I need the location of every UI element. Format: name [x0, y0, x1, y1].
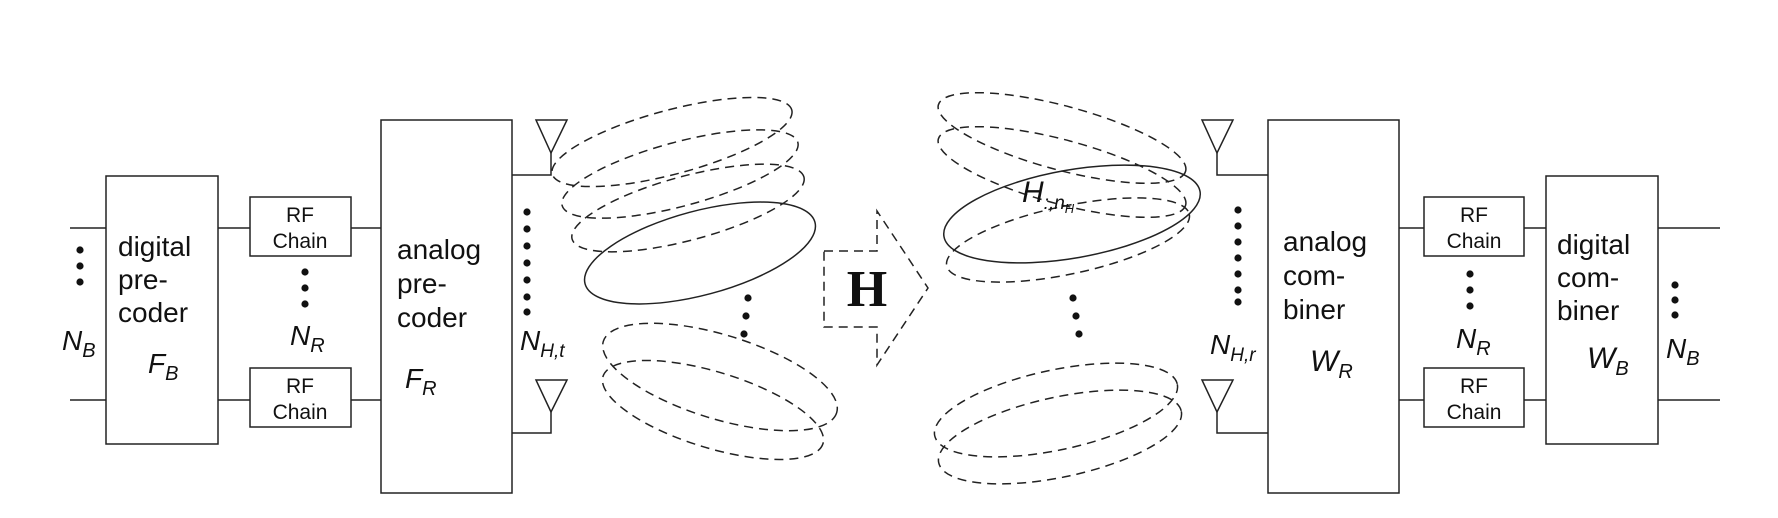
digital-combiner-line1: digital — [1557, 229, 1630, 260]
analog-precoder-line2: pre- — [397, 268, 447, 299]
tx-rf-chain-top-line1: RF — [286, 204, 314, 227]
rx-rf-chain-bottom-block — [1423, 367, 1525, 428]
rx-rf-chain-top-line1: RF — [1460, 204, 1488, 227]
analog-combiner-line1: analog — [1283, 226, 1367, 257]
rx-rf-chain-top-line2: Chain — [1447, 230, 1502, 253]
tx-antenna-feed-top — [512, 153, 552, 176]
rx-rf-count-label: NR — [1456, 323, 1491, 360]
rx-rf-chain-top-block — [1423, 196, 1525, 257]
digital-precoder-block — [105, 175, 219, 445]
tx-rf-count-label: NR — [290, 320, 325, 357]
digital-combiner-block — [1545, 175, 1659, 445]
channel-matrix-label: H — [847, 261, 887, 318]
digital-combiner-line3: biner — [1557, 295, 1619, 326]
analog-combiner-block — [1267, 119, 1400, 494]
rx-antenna-bottom — [1200, 379, 1235, 414]
rx-beam-ghost — [945, 197, 1191, 283]
tx-rf-chain-bottom-line1: RF — [286, 375, 314, 398]
tx-rf-chain-top-line2: Chain — [273, 230, 328, 253]
digital-precoder-line1: digital — [118, 231, 191, 262]
tx-antenna-feed-bottom — [512, 412, 552, 434]
tx-beam-stack-top — [551, 96, 805, 253]
tx-rf-chain-top-block — [249, 196, 352, 257]
rx-beam-stack-bottom — [933, 362, 1183, 485]
tx-beam-stack-bottom — [601, 322, 839, 461]
analog-precoder-line1: analog — [397, 234, 481, 265]
digital-combiner-line2: com- — [1557, 262, 1619, 293]
analog-precoder-block — [380, 119, 513, 494]
rx-rf-chain-bottom-line1: RF — [1460, 375, 1488, 398]
digital-precoder-line2: pre- — [118, 264, 168, 295]
analog-precoder-symbol: FR — [405, 363, 437, 400]
channel-arrow — [823, 208, 929, 368]
rx-beam-main — [942, 164, 1202, 264]
output-streams-label: NB — [1666, 333, 1700, 370]
rx-antenna-top — [1200, 119, 1235, 155]
rx-antenna-feed-top — [1216, 153, 1268, 176]
analog-combiner-symbol: WR — [1310, 345, 1353, 383]
tx-beam-main — [583, 201, 817, 305]
tx-antenna-bottom — [534, 379, 569, 414]
rx-antenna-count-label: NH,r — [1210, 329, 1256, 366]
digital-precoder-symbol: FB — [148, 348, 178, 385]
tx-antenna-count-label: NH,t — [520, 325, 565, 362]
rx-rf-chain-bottom-line2: Chain — [1447, 401, 1502, 424]
analog-combiner-line3: biner — [1283, 294, 1345, 325]
digital-precoder-line3: coder — [118, 297, 188, 328]
tx-rf-chain-bottom-line2: Chain — [273, 401, 328, 424]
input-streams-label: NB — [62, 325, 96, 362]
digital-combiner-symbol: WB — [1587, 342, 1629, 380]
beam-label: H:,nH — [1022, 176, 1075, 216]
ellipsis-dots — [76, 206, 1679, 338]
tx-antenna-top — [534, 119, 569, 155]
rx-beam-stack-top — [937, 91, 1187, 219]
analog-combiner-line2: com- — [1283, 260, 1345, 291]
rx-antenna-feed-bottom — [1216, 412, 1268, 434]
analog-precoder-line3: coder — [397, 302, 467, 333]
tx-rf-chain-bottom-block — [249, 367, 352, 428]
